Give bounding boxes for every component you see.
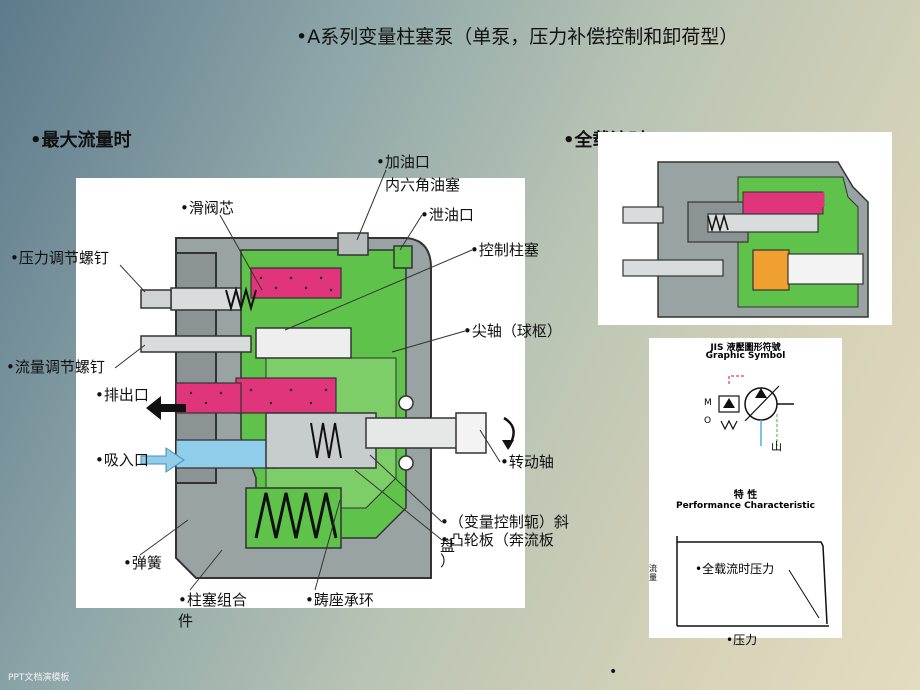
curve-label: •全载流时压力 bbox=[695, 562, 775, 576]
full-load-drawing bbox=[622, 161, 869, 318]
port-m-label: M bbox=[704, 398, 712, 408]
stray-bullet: • bbox=[609, 664, 618, 680]
characteristic-title: 特 性 bbox=[733, 490, 758, 501]
label-valve-plate: •凸轮板（奔流板 bbox=[440, 531, 554, 549]
label-piston-assy-cont: 件 bbox=[178, 612, 194, 630]
label-hex-plug: 内六角油塞 bbox=[385, 176, 461, 194]
drain-symbol-label: 山 bbox=[771, 440, 782, 453]
label-inlet: •吸入口 bbox=[95, 451, 149, 469]
jis-title: JIS 液壓圖形符號 bbox=[710, 343, 781, 353]
symbol-panel: JIS 液壓圖形符號 Graphic Symbol M O 山 特 性 Perf… bbox=[649, 338, 842, 647]
page-title: •A系列变量柱塞泵（单泵，压力补偿控制和卸荷型） bbox=[296, 26, 739, 48]
label-control-piston: •控制柱塞 bbox=[470, 241, 539, 259]
label-piston-assy: •柱塞组合 bbox=[178, 591, 247, 609]
port-o-label: O bbox=[704, 416, 712, 426]
pump-section-drawing bbox=[140, 232, 515, 579]
hydraulic-symbol bbox=[718, 375, 794, 446]
x-axis-label: •压力 bbox=[726, 633, 758, 647]
y-axis-label: 流量 bbox=[649, 564, 657, 582]
performance-curve bbox=[676, 536, 829, 627]
pump-section-max-flow bbox=[76, 178, 525, 608]
label-oil-inlet: •加油口 bbox=[376, 153, 430, 171]
left-heading: •最大流量时 bbox=[30, 130, 132, 151]
label-pivot: •尖轴（球枢） bbox=[463, 322, 562, 340]
label-spool: •滑阀芯 bbox=[180, 199, 234, 217]
label-outlet: •排出口 bbox=[95, 386, 149, 404]
label-drain: •泄油口 bbox=[420, 206, 474, 224]
label-pressure-screw: •压力调节螺钉 bbox=[10, 249, 109, 267]
label-spring: •弹簧 bbox=[123, 554, 162, 572]
footer-label: PPT文档演模板 bbox=[8, 673, 70, 683]
label-swashplate: •（变量控制轭）斜 bbox=[440, 513, 569, 531]
label-valve-plate-cont: ） bbox=[440, 552, 456, 570]
pump-section-full-load bbox=[598, 132, 892, 325]
performance-title: Performance Characteristic bbox=[675, 501, 816, 511]
label-shoe-ring: •踌座承环 bbox=[305, 591, 374, 609]
label-shaft: •转动轴 bbox=[500, 453, 554, 471]
label-swashplate-cont: 盘 bbox=[440, 537, 456, 555]
graphic-symbol-title: Graphic Symbol bbox=[705, 351, 786, 361]
label-flow-screw: •流量调节螺钉 bbox=[6, 358, 105, 376]
